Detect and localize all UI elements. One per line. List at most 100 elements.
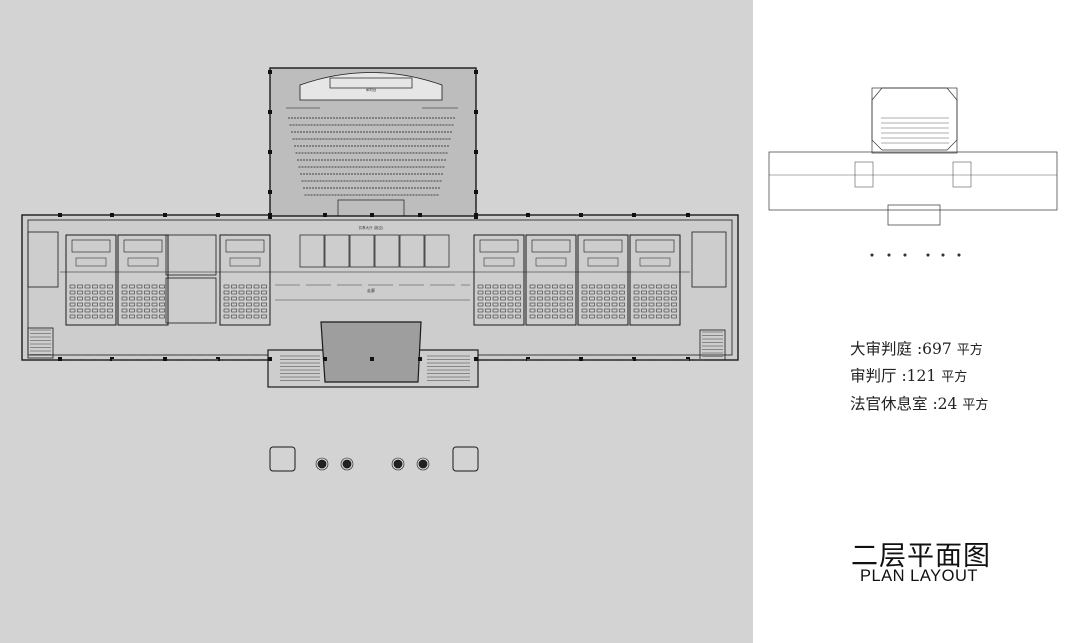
gallery-seat xyxy=(151,296,158,301)
gallery-seat xyxy=(492,314,499,319)
gallery-seat xyxy=(567,296,573,301)
gallery-seat xyxy=(552,296,558,301)
gallery-seat xyxy=(253,314,260,319)
judges-bench xyxy=(531,239,571,253)
key-plan-stair xyxy=(952,161,972,188)
gallery-seat xyxy=(537,308,543,313)
gallery-seat xyxy=(92,290,98,295)
gallery-seat xyxy=(231,302,237,307)
gallery-seat xyxy=(107,290,113,295)
gallery-seat xyxy=(485,290,491,295)
gallery-seat xyxy=(246,302,252,307)
gallery-seat xyxy=(604,308,610,313)
area-name: 大审判庭 xyxy=(850,340,913,358)
gallery-seat xyxy=(648,290,655,295)
gallery-seat xyxy=(129,308,135,313)
gallery-seat xyxy=(238,308,245,313)
gallery-seat xyxy=(77,308,83,313)
structural-column xyxy=(163,213,167,217)
gallery-seat xyxy=(515,308,521,313)
gallery-seat xyxy=(144,284,150,289)
gallery-seat xyxy=(559,284,566,289)
gallery-seat xyxy=(159,290,165,295)
gallery-seat xyxy=(500,296,506,301)
gallery-seat xyxy=(529,290,536,295)
gallery-seat xyxy=(663,296,670,301)
gallery-seat xyxy=(544,302,551,307)
courtroom xyxy=(219,234,271,326)
mediation-room xyxy=(399,234,425,268)
gallery-seat xyxy=(151,302,158,307)
gallery-seat xyxy=(500,284,506,289)
drawing-title-en: PLAN LAYOUT xyxy=(860,567,978,585)
structural-column xyxy=(58,213,62,217)
stair xyxy=(699,329,726,361)
gallery-seat xyxy=(544,308,551,313)
gallery-seat xyxy=(537,302,543,307)
key-plan-bollard xyxy=(887,253,891,257)
area-value: 24 xyxy=(937,395,958,413)
lobby-label: 共享大厅 (挑空) xyxy=(359,225,384,230)
area-value: 121 xyxy=(906,367,937,385)
gallery-seat xyxy=(604,296,610,301)
mediation-room xyxy=(424,234,450,268)
judges-bench xyxy=(225,239,265,253)
mediation-room xyxy=(349,234,375,268)
gallery-seat xyxy=(107,308,113,313)
gallery-seat xyxy=(492,284,499,289)
gallery-seat xyxy=(515,290,521,295)
gallery-seat xyxy=(544,296,551,301)
gallery-seat xyxy=(611,284,618,289)
gallery-seat xyxy=(84,290,91,295)
south-atrium xyxy=(320,321,422,383)
gallery-seat xyxy=(253,290,260,295)
judges-bench xyxy=(479,239,519,253)
area-unit: 平方 xyxy=(956,343,983,358)
key-plan-bollard xyxy=(903,253,907,257)
key-plan-bollard xyxy=(957,253,961,257)
gallery-seat xyxy=(500,314,506,319)
gallery-seat xyxy=(656,302,662,307)
judges-bench-table xyxy=(329,77,413,89)
gallery-seat xyxy=(515,296,521,301)
gallery-seat xyxy=(648,302,655,307)
bollard-ring xyxy=(416,457,430,471)
structural-column xyxy=(268,190,272,194)
gallery-seat xyxy=(611,290,618,295)
key-plan-stair xyxy=(854,161,874,188)
structural-column xyxy=(579,213,583,217)
gallery-seat xyxy=(559,314,566,319)
structural-column xyxy=(418,213,422,217)
gallery-seat xyxy=(253,284,260,289)
gallery-seat xyxy=(231,308,237,313)
gallery-seat xyxy=(552,314,558,319)
gallery-seat xyxy=(246,284,252,289)
gallery-seat xyxy=(84,314,91,319)
gallery-seat xyxy=(656,296,662,301)
gallery-seat xyxy=(485,308,491,313)
gallery-seat xyxy=(552,302,558,307)
gallery-seat xyxy=(77,314,83,319)
bollard-ring xyxy=(315,457,329,471)
gallery-seat xyxy=(223,314,230,319)
gallery-seat xyxy=(253,308,260,313)
area-separator: : xyxy=(912,340,923,358)
gallery-seat xyxy=(604,290,610,295)
gallery-seat xyxy=(500,302,506,307)
gallery-seat xyxy=(92,296,98,301)
gallery-seat xyxy=(611,314,618,319)
structural-column xyxy=(474,190,478,194)
gallery-seat xyxy=(77,296,83,301)
gallery-seat xyxy=(223,296,230,301)
gallery-seat xyxy=(77,284,83,289)
gallery-seat xyxy=(477,296,484,301)
area-item-courtroom: 审判厅 :121 平方 xyxy=(850,364,967,386)
mediation-room xyxy=(374,234,400,268)
area-item-judges-lounge: 法官休息室 :24 平方 xyxy=(850,392,988,414)
gallery-seat xyxy=(253,296,260,301)
structural-column xyxy=(268,70,272,74)
gallery-seat xyxy=(663,302,670,307)
gallery-seat xyxy=(559,296,566,301)
gallery-seat xyxy=(107,302,113,307)
gallery-seat xyxy=(129,296,135,301)
